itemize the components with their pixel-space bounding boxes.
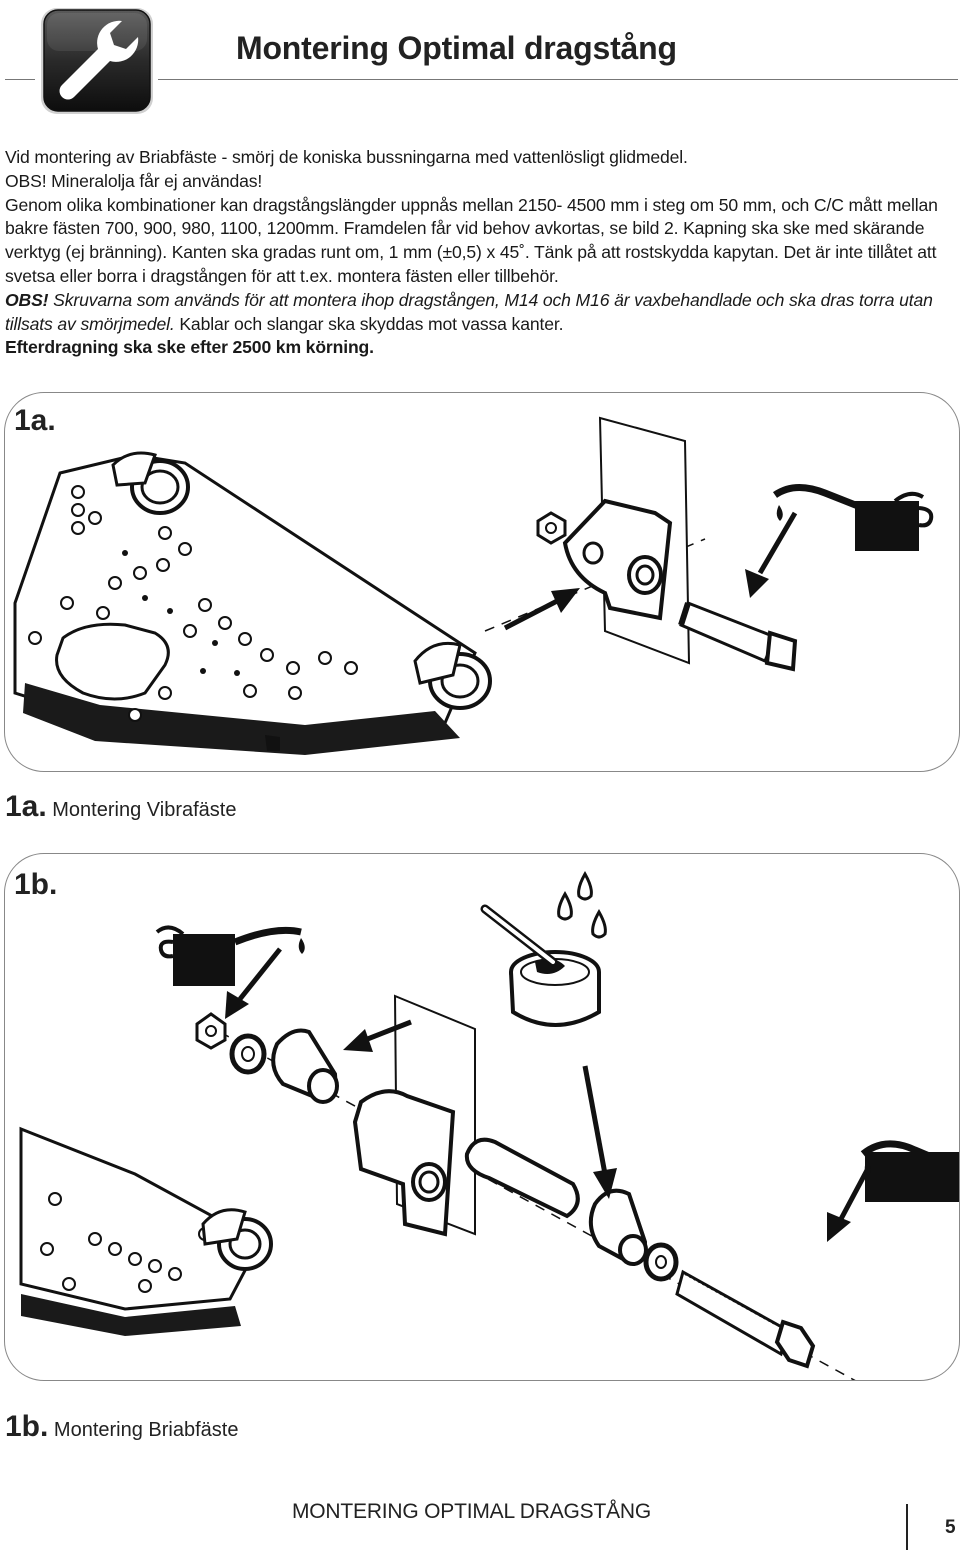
intro-text: Vid montering av Briabfäste - smörj de k… [5,146,960,360]
caption-1b-number: 1b. [5,1410,49,1443]
bolt-icon [678,601,798,672]
figure-1a-panel [4,392,960,772]
caption-1a-number: 1a. [5,790,47,823]
intro-line-1: Vid montering av Briabfäste - smörj de k… [5,147,688,167]
obs-rest-text: Kablar och slangar ska skyddas mot vassa… [174,313,564,334]
drawbar-plate-icon [19,1126,273,1336]
caption-1a-text: Montering Vibrafäste [46,799,237,821]
page-number: 5 [945,1517,956,1538]
footer-title: MONTERING OPTIMAL DRAGSTÅNG [292,1500,652,1523]
intro-obs-paragraph: OBS! Skruvarna som används för att monte… [5,289,960,337]
nut-icon [536,511,567,545]
grease-tin-icon [480,904,601,1027]
header-rule-right [158,79,958,80]
footer-divider [906,1504,908,1550]
wrench-icon [38,5,156,117]
bracket-icon [352,1089,456,1237]
page-title: Montering Optimal dragstång [236,30,677,66]
obs-italic-text: Skruvarna som används för att montera ih… [5,289,933,334]
obs-label: OBS! [5,289,49,310]
droplet-icon [557,870,607,939]
arrow-icon [503,511,798,631]
bushing-icon [588,1188,648,1266]
header-rule-left [5,79,35,80]
final-note: Efterdragning ska ske efter 2500 km körn… [5,337,374,358]
caption-1b-text: Montering Briabfäste [48,1419,239,1441]
oil-can-icon [155,925,305,986]
bushing-icon [271,1028,339,1104]
figure-1a-label: 1a. [14,404,56,437]
bolt-icon [675,1269,816,1369]
oil-can-icon [860,1140,959,1202]
figure-1b-panel [4,853,960,1381]
bracket-icon [562,498,673,621]
figure-1a-caption: 1a. Montering Vibrafäste [5,790,236,824]
intro-paragraph: Genom olika kombinationer kan dragstångs… [5,194,938,286]
nut-icon [195,1012,227,1050]
washer-icon [229,1033,267,1075]
figure-1b-label: 1b. [14,868,58,901]
washer-icon [643,1242,679,1282]
intro-warning: OBS! Mineralolja får ej användas! [5,170,263,191]
oil-can-icon [772,484,934,551]
figure-1b-caption: 1b. Montering Briabfäste [5,1410,238,1444]
drawbar-plate-icon [13,451,492,755]
